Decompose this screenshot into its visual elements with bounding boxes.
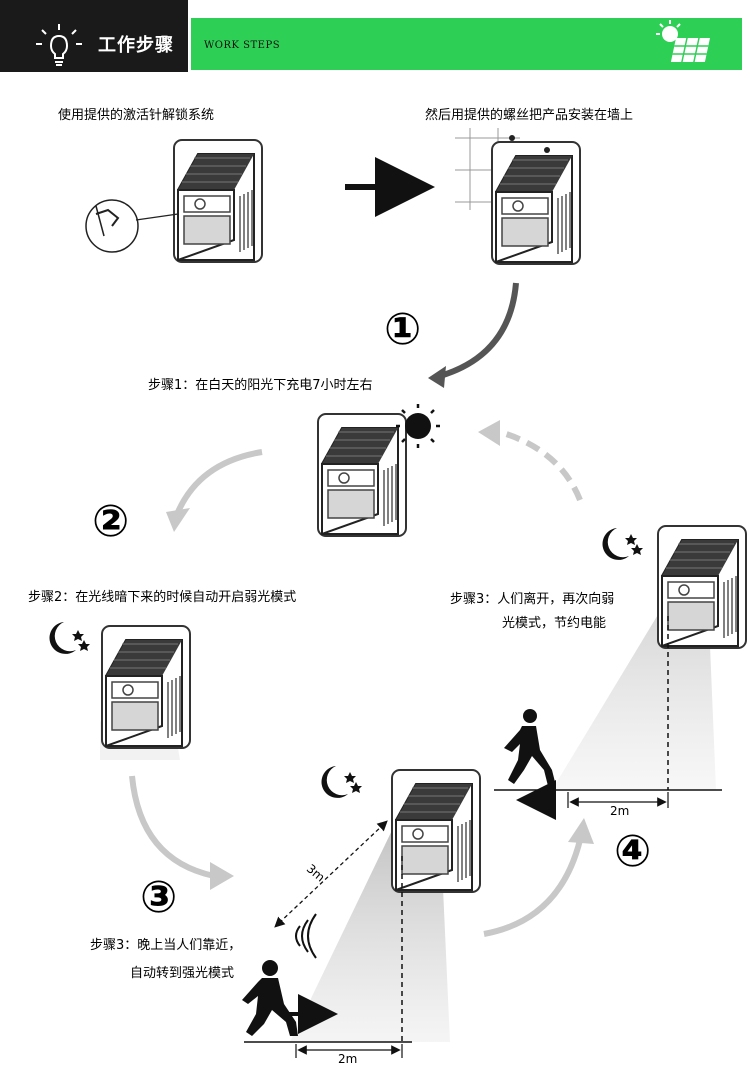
step-number-1: ①	[384, 304, 422, 355]
step1-curve-arrow	[439, 282, 519, 379]
lamp-weak-light	[101, 625, 191, 749]
distance-label-far: 2m	[610, 804, 630, 818]
runner-near-icon	[242, 960, 298, 1036]
caption-step2: 步骤2：在光线暗下来的时候自动开启弱光模式	[28, 590, 297, 605]
runner-far-icon	[504, 709, 556, 786]
lamp-unlock	[173, 139, 263, 263]
step3-curve-arrow	[129, 775, 215, 879]
step4-curve-arrow	[483, 839, 583, 937]
step-number-2: ②	[92, 496, 130, 547]
header-dark-block	[0, 0, 188, 72]
header-subtitle: WORK STEPS	[204, 40, 281, 51]
lamp-mounted	[491, 141, 581, 265]
caption-step1: 步骤1：在白天的阳光下充电7小时左右	[148, 378, 373, 393]
step-number-3: ③	[140, 872, 178, 923]
diagonal-distance-arrow	[274, 820, 388, 928]
lightbulb-icon	[36, 24, 82, 66]
solar-panel-icon	[656, 20, 710, 62]
step2-curve-arrow	[175, 449, 263, 514]
sensor-waves-icon	[295, 913, 317, 959]
caption-mount: 然后用提供的螺丝把产品安装在墙上	[425, 108, 634, 123]
caption-step3-far-line2: 光模式，节约电能	[502, 616, 607, 631]
step-number-4: ④	[614, 826, 652, 877]
distance-label-near: 2m	[338, 1052, 358, 1066]
caption-step3-far-line1: 步骤3：人们离开，再次向弱	[450, 592, 615, 607]
moon-icon-step3-near	[321, 766, 362, 798]
lamp-strong-light	[391, 769, 481, 893]
header-green-block	[191, 18, 742, 70]
caption-step3-near-line2: 自动转到强光模式	[130, 966, 235, 981]
lamp-far	[657, 525, 747, 649]
moon-icon-step3-far	[602, 528, 643, 560]
return-dashed-arrow	[499, 429, 583, 502]
header-title: 工作步骤	[98, 35, 174, 56]
moon-icon-step2	[49, 622, 90, 654]
lamp-charging	[317, 413, 407, 537]
caption-step3-near-line1: 步骤3：晚上当人们靠近，	[90, 938, 242, 953]
header-bar: 工作步骤 WORK STEPS	[0, 0, 750, 72]
caption-unlock: 使用提供的激活针解锁系统	[58, 108, 215, 123]
sun-icon	[396, 404, 440, 448]
